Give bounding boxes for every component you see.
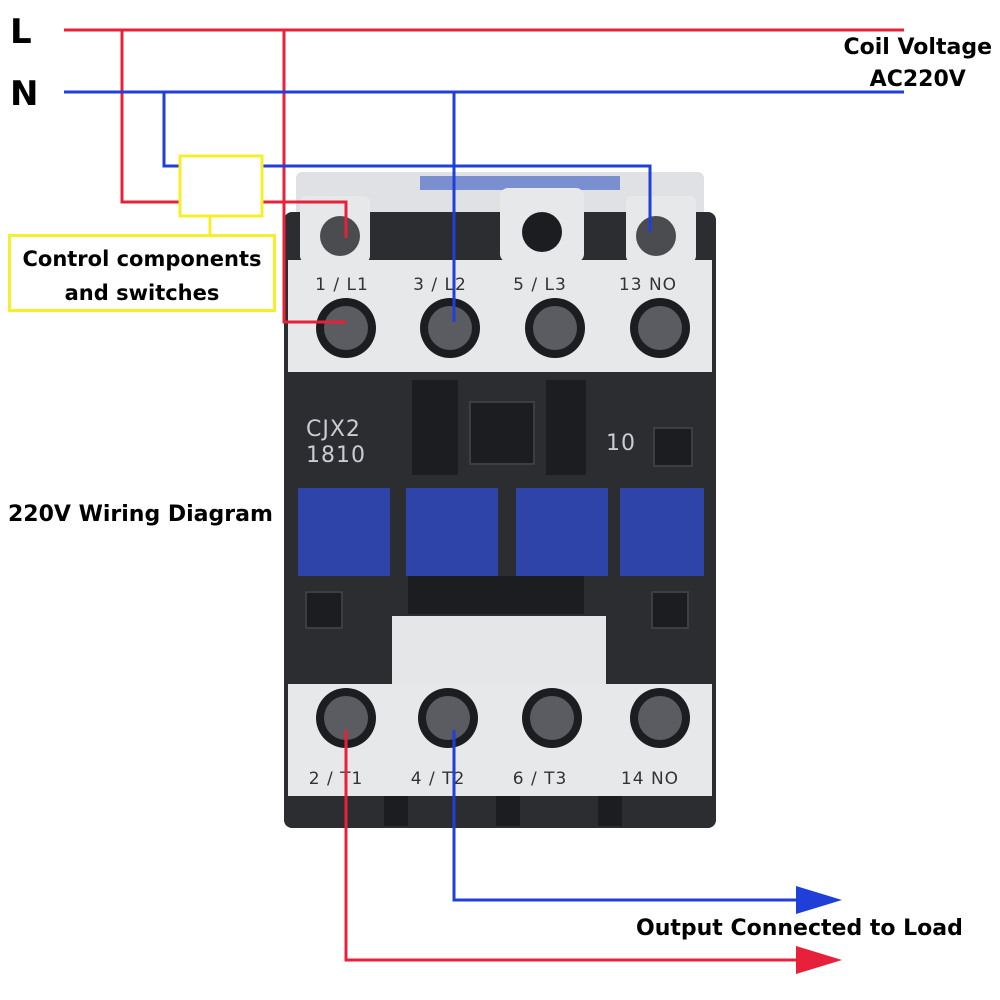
control-label-line2: and switches — [64, 281, 220, 305]
blue-window-3 — [516, 488, 608, 576]
aux-code: 10 — [606, 431, 636, 456]
screw-icon — [638, 696, 682, 740]
terminal-label-2-T1: 2 / T1 — [309, 769, 364, 789]
label-plate — [392, 616, 606, 694]
actuator-right — [546, 380, 586, 475]
screw-icon — [638, 306, 682, 350]
coil-voltage-line1: Coil Voltage — [843, 35, 992, 60]
blue-window-2 — [406, 488, 498, 576]
contactor-top-window — [420, 176, 620, 190]
actuator-window — [469, 401, 535, 465]
output-label: Output Connected to Load — [636, 916, 963, 941]
neutral-wires — [64, 90, 904, 902]
side-window-right — [651, 591, 689, 629]
screw-icon — [324, 306, 368, 350]
control-switch-box — [178, 154, 264, 218]
terminal-label-5-L3: 5 / L3 — [513, 275, 567, 295]
control-label-line1: Control components — [22, 247, 262, 271]
screw-icon — [426, 696, 470, 740]
model-line2: 1810 — [306, 443, 366, 468]
blue-window-4 — [620, 488, 704, 576]
foot — [598, 796, 622, 826]
t2-output-wire — [452, 730, 800, 902]
blue-window-1 — [298, 488, 390, 576]
t1-output-wire — [344, 730, 800, 962]
actuator-left — [412, 380, 458, 475]
diagram-title: 220V Wiring Diagram — [8, 502, 273, 527]
neutral-to-a2-wire — [262, 164, 652, 232]
terminal-label-3-L2: 3 / L2 — [413, 275, 467, 295]
side-window-left — [305, 591, 343, 629]
screw-icon — [428, 306, 472, 350]
arrow-right-icon — [796, 946, 842, 974]
screw-icon — [533, 306, 577, 350]
arrow-right-icon — [796, 886, 842, 914]
center-hole — [522, 212, 562, 252]
line-L-label: L — [10, 12, 32, 52]
neutral-to-control-wire — [162, 92, 180, 168]
slider — [408, 576, 584, 614]
foot — [496, 796, 520, 826]
contactor: 1 / L1 3 / L2 5 / L3 13 NO CJX2 1810 10 — [284, 172, 716, 828]
control-to-a1-wire — [262, 200, 348, 238]
line-N-label: N — [10, 74, 39, 114]
terminal-label-13-NO: 13 NO — [619, 275, 677, 295]
screw-icon — [636, 216, 676, 256]
coil-voltage-line2: AC220V — [869, 67, 966, 92]
coil-voltage-label: Coil Voltage AC220V — [843, 32, 992, 96]
screw-icon — [320, 216, 360, 256]
terminal-label-6-T3: 6 / T3 — [513, 769, 568, 789]
control-components-box: Control components and switches — [8, 234, 276, 312]
live-wires — [64, 28, 904, 962]
screw-icon — [324, 696, 368, 740]
screw-icon — [530, 696, 574, 740]
foot — [384, 796, 408, 826]
terminal-label-4-T2: 4 / T2 — [411, 769, 466, 789]
aux-window — [653, 427, 693, 467]
terminal-label-14-NO: 14 NO — [621, 769, 679, 789]
bottom-screws — [316, 688, 690, 748]
live-to-control-wire — [120, 30, 180, 204]
model-line1: CJX2 — [306, 417, 361, 442]
top-screws — [316, 298, 690, 358]
live-to-l1-wire — [282, 30, 346, 324]
terminal-label-1-L1: 1 / L1 — [315, 275, 369, 295]
